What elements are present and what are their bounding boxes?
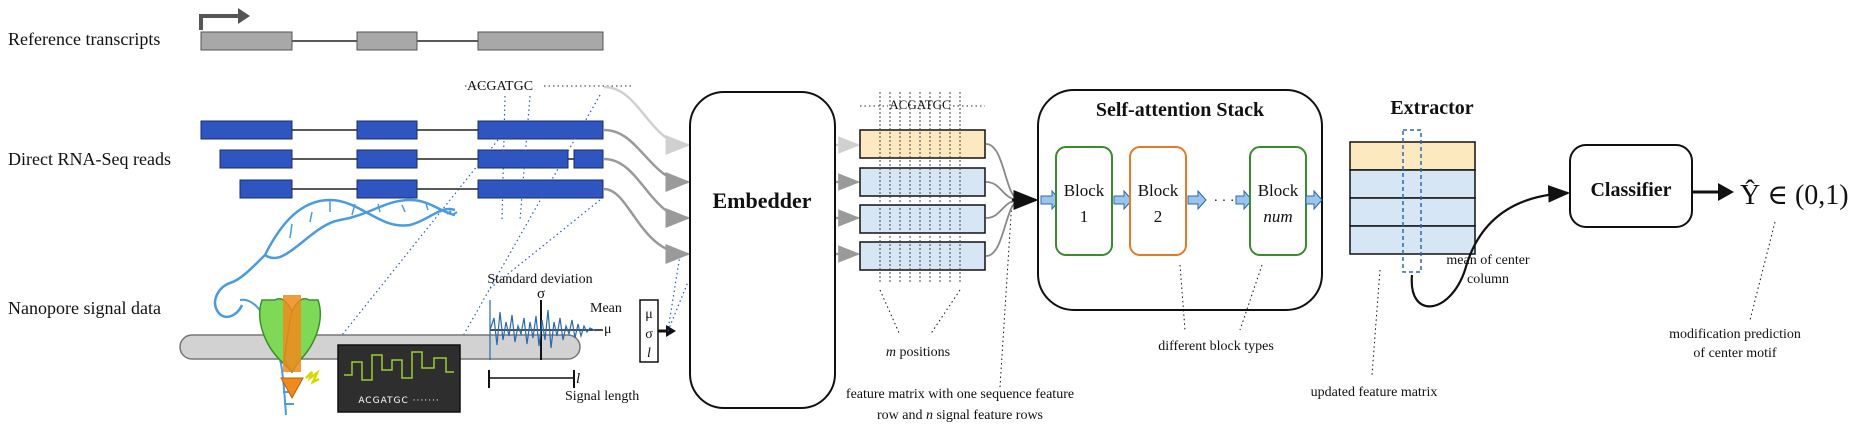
prediction-output: Ŷ ∈ (0,1)	[1740, 180, 1849, 211]
classifier: Classifier Ŷ ∈ (0,1) modification predic…	[1569, 144, 1849, 361]
pore-readout-text: ACGATGC ·······	[358, 396, 439, 406]
signal-feature-row	[859, 241, 986, 271]
tss-arrow-icon	[199, 8, 250, 30]
arrow-block2-ellipsis-icon	[1187, 189, 1207, 211]
center-column	[1402, 129, 1422, 273]
exon-gray	[200, 31, 293, 51]
signal-feature-row	[859, 204, 986, 234]
extractor: Extractor mean of center column updated …	[1311, 97, 1571, 400]
self-attention-stack: Self-attention Stack Block 1 Block 2 · ·…	[1037, 89, 1323, 354]
prediction-caption-1: modification prediction	[1669, 327, 1801, 342]
feature-matrix-caption-2: row and n signal feature rows	[877, 408, 1043, 423]
prediction-caption-2: of center motif	[1693, 346, 1777, 361]
embedder-label: Embedder	[713, 188, 812, 213]
feature-matrix: ACGATGC m positions feature matrix with …	[846, 92, 1074, 423]
classifier-label: Classifier	[1590, 179, 1671, 201]
extractor-title: Extractor	[1390, 97, 1473, 119]
svg-text:Block: Block	[1138, 181, 1179, 200]
mu-symbol: μ	[604, 322, 612, 337]
read-exon	[356, 179, 418, 199]
m-positions-label: m positions	[886, 345, 950, 360]
signal-length-label: Signal length	[565, 389, 639, 404]
svg-text:1: 1	[1080, 207, 1089, 226]
std-deviation-label: Standard deviation	[487, 272, 592, 287]
rna-seq-reads	[200, 120, 604, 199]
signal-feature-vector: μ σ l	[639, 299, 676, 363]
signal-readout-screen: ACGATGC ·······	[337, 344, 461, 413]
feature-matrix-caption-1: feature matrix with one sequence feature	[846, 387, 1074, 402]
exon-gray	[477, 31, 604, 51]
updated-signal-row	[1349, 197, 1476, 227]
reference-transcripts-label: Reference transcripts	[8, 29, 160, 49]
feature-sigma: σ	[645, 327, 653, 342]
read-exon	[477, 179, 604, 199]
read-exon	[200, 120, 293, 140]
rna-seq-reads-label: Direct RNA-Seq reads	[8, 149, 171, 169]
block-types-caption: different block types	[1158, 339, 1274, 354]
nanopore-icon	[258, 295, 322, 400]
read-exon	[356, 149, 418, 169]
mean-label: Mean	[590, 301, 622, 316]
updated-signal-row	[1349, 169, 1476, 199]
feature-length: l	[647, 346, 651, 361]
arrow-block1-block2-icon	[1113, 189, 1133, 211]
attention-block-2	[1129, 146, 1187, 256]
nanopore-signal-label: Nanopore signal data	[8, 298, 161, 318]
svg-text:2: 2	[1154, 207, 1163, 226]
read-exon	[239, 179, 293, 199]
embedder-box: Embedder	[689, 91, 836, 409]
arrow-out-stack-icon	[1305, 189, 1323, 211]
read-exon	[477, 149, 569, 169]
svg-text:num: num	[1263, 207, 1292, 226]
read-exon	[477, 120, 604, 140]
attention-stack-title: Self-attention Stack	[1096, 99, 1265, 121]
block-ellipsis: · · ·	[1214, 194, 1235, 209]
mean-center-column-1: mean of center	[1446, 253, 1530, 268]
attention-block-num	[1249, 146, 1307, 256]
motif-label: ACGATGC	[467, 79, 533, 94]
sequence-feature-row	[859, 129, 986, 159]
reference-transcript	[200, 31, 604, 51]
svg-text:Block: Block	[1258, 181, 1299, 200]
mean-center-column-2: column	[1467, 272, 1509, 287]
updated-signal-row	[1349, 225, 1476, 255]
length-symbol: l	[576, 371, 580, 387]
feature-mu: μ	[645, 307, 653, 322]
updated-feature-matrix-caption: updated feature matrix	[1311, 385, 1438, 400]
read-exon	[356, 120, 418, 140]
read-exon	[573, 149, 604, 169]
exon-gray	[356, 31, 418, 51]
read-exon	[219, 149, 293, 169]
sigma-symbol: σ	[537, 286, 545, 302]
signal-plot: Standard deviation σ Mean μ l Signal len…	[487, 272, 639, 404]
attention-block-1	[1055, 146, 1113, 256]
signal-feature-row	[859, 167, 986, 197]
svg-text:Block: Block	[1064, 181, 1105, 200]
updated-sequence-row	[1349, 141, 1476, 171]
arrow-ellipsis-blocknum-icon	[1235, 189, 1253, 211]
